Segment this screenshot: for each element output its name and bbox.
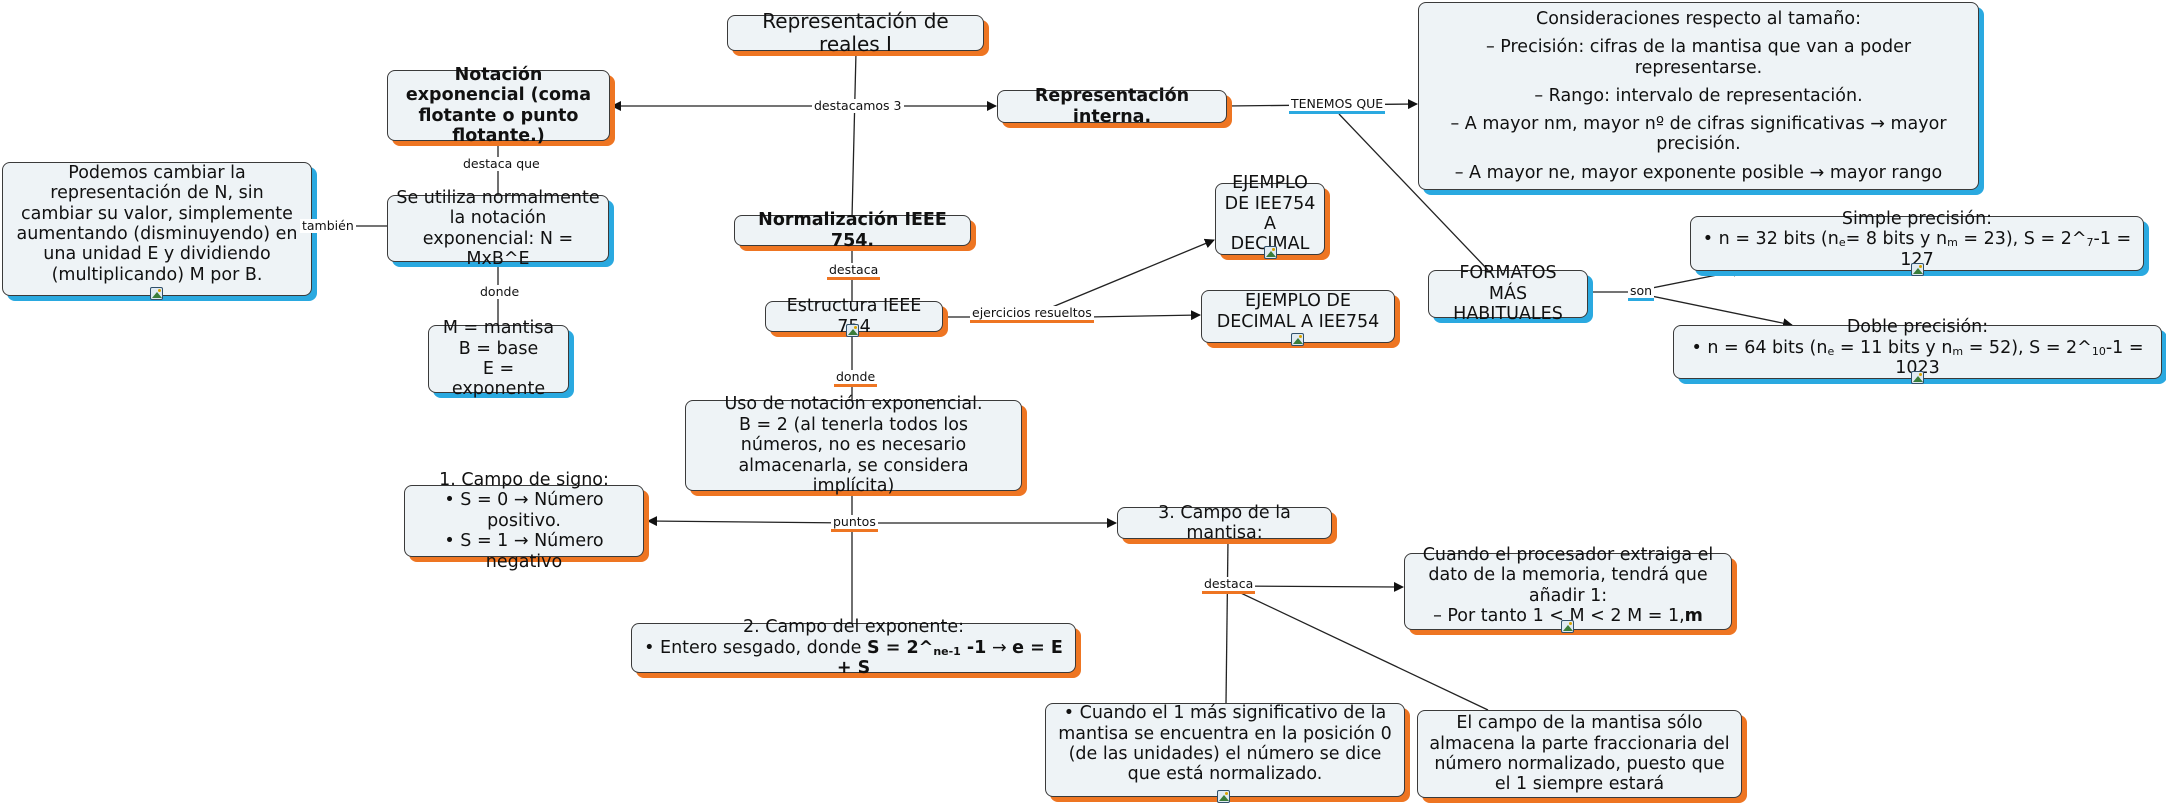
mbe-node[interactable]: M = mantisa B = base E = exponente: [428, 318, 569, 399]
label-tambien: también: [300, 218, 356, 233]
cuando-procesador-node[interactable]: Cuando el procesador extraiga el dato de…: [1404, 545, 1732, 630]
doble-line: • n = 64 bits (ne = 11 bits y nm = 52), …: [1691, 337, 2144, 379]
consideraciones-node[interactable]: Consideraciones respecto al tamaño: – Pr…: [1418, 2, 1979, 190]
signo-title: 1. Campo de signo:: [439, 469, 609, 490]
label-destacamos: destacamos 3: [812, 98, 904, 113]
notacion-exponencial-node[interactable]: Notación exponencial (coma flotante o pu…: [387, 65, 610, 146]
campo-mantisa-node[interactable]: 3. Campo de la mantisa:: [1117, 503, 1332, 543]
consideraciones-rango: – Rango: intervalo de representación.: [1534, 85, 1863, 106]
attachment-image-icon[interactable]: [1291, 333, 1304, 346]
doble-title: Doble precisión:: [1846, 317, 1989, 338]
simple-title: Simple precisión:: [1841, 208, 1993, 229]
simple-precision-node[interactable]: Simple precisión: • n = 32 bits (ne= 8 b…: [1690, 209, 2144, 271]
consideraciones-heading: Consideraciones respecto al tamaño:: [1535, 9, 1862, 29]
attachment-image-icon[interactable]: [1911, 371, 1924, 384]
normalizacion-ieee-node[interactable]: Normalización IEEE 754.: [734, 210, 971, 251]
uso-notacion-node[interactable]: Uso de notación exponencial. B = 2 (al t…: [685, 394, 1022, 496]
exponente-line: • Entero sesgado, donde S = 2^ne-1 -1 → …: [644, 637, 1063, 679]
consideraciones-mayor-ne: – A mayor ne, mayor exponente posible → …: [1454, 162, 1943, 183]
representacion-interna-node[interactable]: Representación interna.: [997, 86, 1227, 127]
label-donde-2: donde: [834, 370, 878, 387]
attachment-image-icon[interactable]: [1911, 263, 1924, 276]
ejemplo-iee754-decimal-node[interactable]: EJEMPLO DE IEE754 A DECIMAL: [1215, 173, 1325, 255]
attachment-image-icon[interactable]: [1217, 790, 1230, 803]
cuando-procesador-text: Cuando el procesador extraiga el dato de…: [1422, 544, 1714, 626]
label-son: son: [1628, 284, 1655, 301]
doble-precision-node[interactable]: Doble precisión: • n = 64 bits (ne = 11 …: [1673, 317, 2162, 379]
simple-line: • n = 32 bits (ne= 8 bits y nm = 23), S …: [1702, 229, 2132, 270]
formatos-node[interactable]: FORMATOS MÁS HABITUALES: [1428, 263, 1588, 324]
attachment-image-icon[interactable]: [1264, 246, 1277, 259]
label-destaca-1: destaca: [827, 263, 881, 280]
title-node[interactable]: Representación de reales I: [727, 9, 984, 56]
campo-exponente-node[interactable]: 2. Campo del exponente: • Entero sesgado…: [631, 617, 1076, 678]
campo-solo-node[interactable]: El campo de la mantisa sólo almacena la …: [1417, 710, 1742, 798]
label-tenemos: TENEMOS QUE: [1289, 97, 1386, 114]
consideraciones-mayor-nm: – A mayor nm, mayor nº de cifras signifi…: [1450, 113, 1947, 155]
signo-line2: • S = 1 → Número negativo: [444, 531, 604, 572]
se-utiliza-node[interactable]: Se utiliza normalmente la notación expon…: [387, 188, 609, 269]
consideraciones-precision: – Precisión: cifras de la mantisa que va…: [1485, 37, 1912, 78]
ejemplo-decimal-iee754-node[interactable]: EJEMPLO DE DECIMAL A IEE754: [1201, 290, 1395, 343]
exponente-title: 2. Campo del exponente:: [742, 617, 965, 638]
label-puntos: puntos: [831, 515, 878, 532]
attachment-image-icon[interactable]: [150, 287, 163, 300]
signo-line1: • S = 0 → Número positivo.: [444, 490, 604, 531]
label-destaca-que: destaca que: [461, 156, 542, 171]
attachment-image-icon[interactable]: [1561, 620, 1574, 633]
campo-signo-node[interactable]: 1. Campo de signo: • S = 0 → Número posi…: [404, 470, 644, 572]
podemos-cambiar-node[interactable]: Podemos cambiar la representación de N, …: [2, 162, 312, 296]
label-donde-1: donde: [478, 284, 522, 299]
label-destaca-2: destaca: [1202, 577, 1256, 594]
cuando-uno-node[interactable]: • Cuando el 1 más significativo de la ma…: [1045, 703, 1405, 797]
attachment-image-icon[interactable]: [846, 324, 859, 337]
label-ejercicios: ejercicios resueltos: [970, 306, 1094, 323]
